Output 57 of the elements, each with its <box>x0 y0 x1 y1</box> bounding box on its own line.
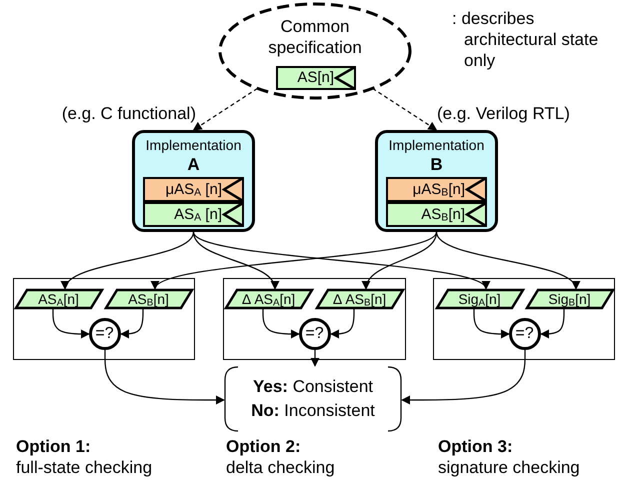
dashed-arrow <box>192 88 258 130</box>
dashed-arrow <box>372 88 438 130</box>
data-parallelogram <box>526 288 614 308</box>
register-flag <box>143 177 244 202</box>
implementation-title: Implementation <box>144 136 242 154</box>
compare-circle <box>508 318 540 350</box>
data-label: AS$_{A}$[n] <box>37 290 80 310</box>
option-panel <box>223 278 406 360</box>
register-label: AS$_{A}$ [n] <box>174 206 222 226</box>
arrow <box>473 309 510 338</box>
register-flag <box>143 202 244 227</box>
annotation: (e.g. Verilog RTL) <box>437 104 571 124</box>
option-caption: Option 1: full-state checking <box>16 436 154 478</box>
register-label: AS[n] <box>297 69 334 87</box>
note-text: : describes architectural state only <box>452 8 600 71</box>
data-parallelogram <box>104 288 192 308</box>
register-label: AS$_{B}$[n] <box>421 206 465 226</box>
data-parallelogram <box>14 288 102 308</box>
data-label: Sig$_{A}$[n] <box>457 290 502 310</box>
option-caption: Option 3: signature checking <box>438 436 581 478</box>
option-panel <box>433 278 615 360</box>
register-flag <box>386 177 487 202</box>
data-parallelogram <box>316 288 404 308</box>
data-parallelogram <box>224 288 312 308</box>
compare-symbol: =? <box>304 324 325 342</box>
arrow <box>52 309 90 338</box>
result-text: Yes: Consistent <box>252 376 374 397</box>
register-flag <box>386 202 487 227</box>
arrow <box>401 350 526 404</box>
spec-title: Common specification <box>267 16 363 58</box>
compare-symbol: =? <box>514 324 535 342</box>
compare-circle <box>88 318 120 350</box>
data-label: AS$_{B}$[n] <box>127 290 170 310</box>
compare-symbol: =? <box>94 324 115 342</box>
dashed-ellipse <box>218 2 412 100</box>
result-text: No: Inconsistent <box>250 400 376 421</box>
register-label: μAS$_{B}$[n] <box>412 180 465 200</box>
compare-circle <box>298 318 330 350</box>
data-label: Δ AS$_{A}$[n] <box>240 290 296 310</box>
arrow <box>310 350 320 367</box>
data-parallelogram <box>436 288 524 308</box>
implementation-letter: B <box>429 156 444 174</box>
arrow <box>540 309 565 338</box>
arrow <box>330 309 355 338</box>
data-label: Δ AS$_{B}$[n] <box>332 290 388 310</box>
data-label: Sig$_{B}$[n] <box>547 290 592 310</box>
arrow <box>104 350 225 404</box>
implementation-letter: A <box>186 156 201 174</box>
arrow <box>120 309 144 338</box>
arrow <box>262 309 300 338</box>
option-panel <box>13 278 195 360</box>
register-label: μAS$_{A}$ [n] <box>165 180 222 200</box>
result-bracket <box>224 366 402 432</box>
register-flag <box>276 66 356 90</box>
implementation-title: Implementation <box>388 136 486 154</box>
option-caption: Option 2: delta checking <box>226 436 336 478</box>
annotation: (e.g. C functional) <box>60 104 196 124</box>
